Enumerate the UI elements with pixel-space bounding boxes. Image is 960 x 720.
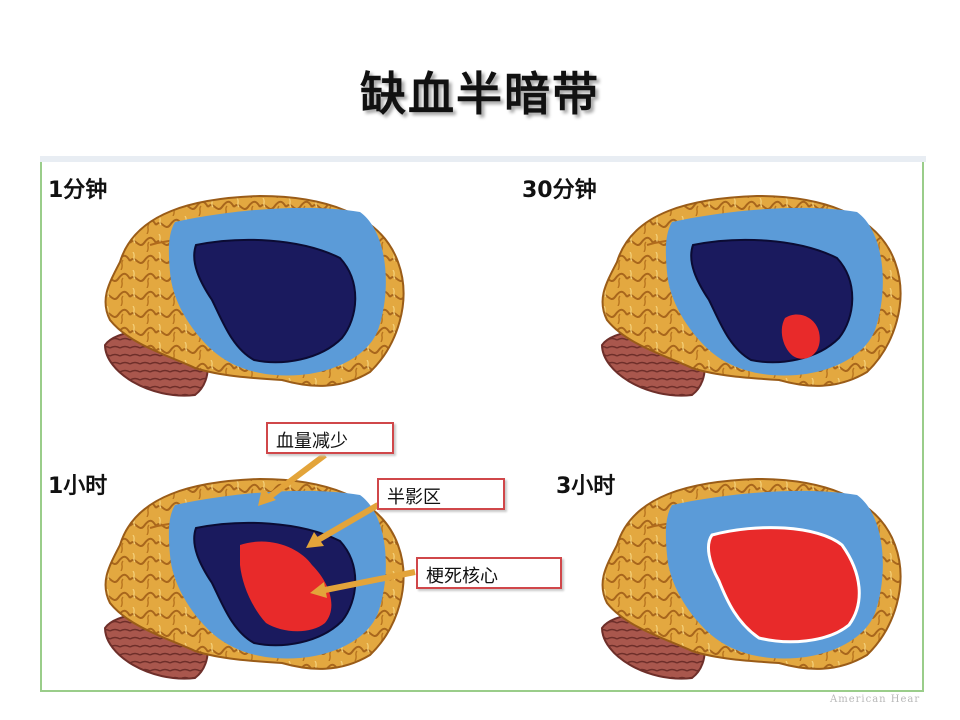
callout-arrows [258, 452, 416, 598]
brain-panel-30min [601, 195, 902, 397]
brain-panel-1hour [104, 478, 405, 680]
slide-title: 缺血半暗带 [360, 67, 600, 121]
panel-label-1min: 1分钟 [48, 178, 108, 203]
frame-top-bar [40, 156, 926, 162]
brain-panel-3hour [601, 478, 902, 680]
core-small [781, 314, 820, 359]
brain-panel-1min [104, 195, 405, 397]
panel-label-1hour: 1小时 [48, 474, 108, 499]
callout-reduced-flow: 血量减少 [266, 422, 394, 454]
panel-label-30min: 30分钟 [522, 178, 597, 203]
callout-infarct-core: 梗死核心 [416, 557, 562, 589]
callout-penumbra: 半影区 [377, 478, 505, 510]
watermark: American Hear [830, 694, 921, 705]
panel-label-3hour: 3小时 [556, 474, 616, 499]
core-medium [240, 541, 332, 632]
core-large [707, 526, 861, 644]
